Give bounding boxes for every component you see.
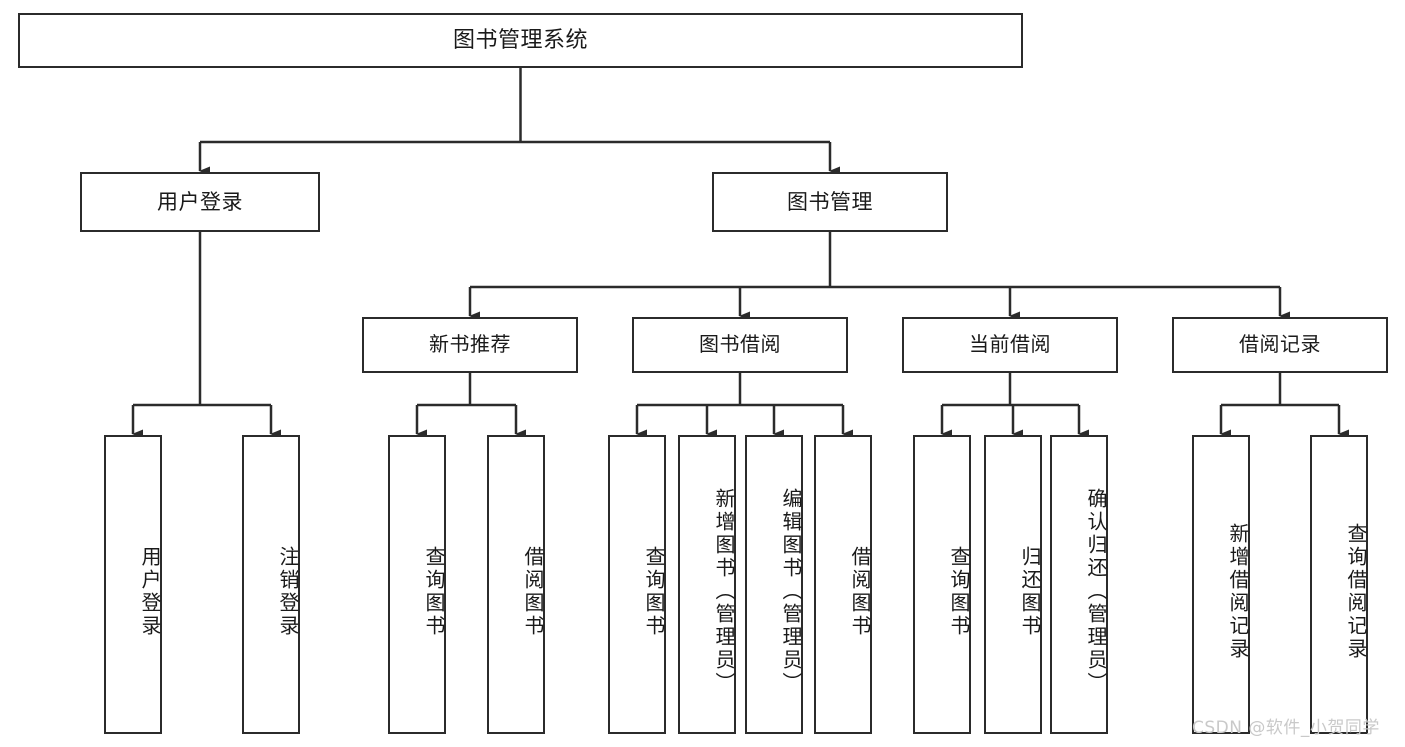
node-label: 图书管理系统 bbox=[452, 27, 588, 53]
node-label: 查询图书 bbox=[947, 545, 971, 638]
node-login[interactable]: 用户登录 bbox=[80, 172, 320, 232]
node-label: 图书管理 bbox=[787, 189, 873, 214]
node-label: 用户登录 bbox=[157, 189, 243, 214]
node-label: 查询图书 bbox=[642, 545, 666, 638]
node-label: 归还图书 bbox=[1018, 545, 1042, 638]
node-label: 注销登录 bbox=[276, 545, 300, 638]
node-l-query1[interactable]: 查询图书 bbox=[388, 435, 446, 734]
node-l-query3[interactable]: 查询图书 bbox=[913, 435, 971, 734]
edges bbox=[131, 68, 1349, 439]
node-current[interactable]: 当前借阅 bbox=[902, 317, 1118, 373]
node-label: 查询图书 bbox=[422, 545, 446, 638]
node-label: 借阅记录 bbox=[1239, 332, 1321, 357]
node-l-return[interactable]: 归还图书 bbox=[984, 435, 1042, 734]
node-label: 当前借阅 bbox=[969, 332, 1051, 357]
node-label: 借阅图书 bbox=[848, 545, 872, 638]
watermark: CSDN @软件_小贺同学 bbox=[1192, 718, 1380, 738]
node-l-borrow1[interactable]: 借阅图书 bbox=[487, 435, 545, 734]
node-label: 借阅图书 bbox=[521, 545, 545, 638]
node-bookmgmt[interactable]: 图书管理 bbox=[712, 172, 948, 232]
node-label: 编辑图书（管理员） bbox=[779, 488, 803, 695]
node-label: 图书借阅 bbox=[699, 332, 781, 357]
node-l-query2[interactable]: 查询图书 bbox=[608, 435, 666, 734]
node-label: 用户登录 bbox=[138, 545, 162, 638]
node-l-addrec[interactable]: 新增借阅记录 bbox=[1192, 435, 1250, 734]
node-l-add[interactable]: 新增图书（管理员） bbox=[678, 435, 736, 734]
node-label: 确认归还（管理员） bbox=[1084, 488, 1108, 695]
node-l-login[interactable]: 用户登录 bbox=[104, 435, 162, 734]
node-label: 新增图书（管理员） bbox=[712, 488, 736, 695]
node-label: 新书推荐 bbox=[429, 332, 511, 357]
node-l-edit[interactable]: 编辑图书（管理员） bbox=[745, 435, 803, 734]
node-records[interactable]: 借阅记录 bbox=[1172, 317, 1388, 373]
node-borrow[interactable]: 图书借阅 bbox=[632, 317, 848, 373]
node-label: 新增借阅记录 bbox=[1226, 522, 1250, 661]
node-l-confirm[interactable]: 确认归还（管理员） bbox=[1050, 435, 1108, 734]
node-root[interactable]: 图书管理系统 bbox=[18, 13, 1023, 68]
node-l-logout[interactable]: 注销登录 bbox=[242, 435, 300, 734]
node-label: 查询借阅记录 bbox=[1344, 522, 1368, 661]
node-newbook[interactable]: 新书推荐 bbox=[362, 317, 578, 373]
node-l-borrow2[interactable]: 借阅图书 bbox=[814, 435, 872, 734]
node-l-queryrec[interactable]: 查询借阅记录 bbox=[1310, 435, 1368, 734]
